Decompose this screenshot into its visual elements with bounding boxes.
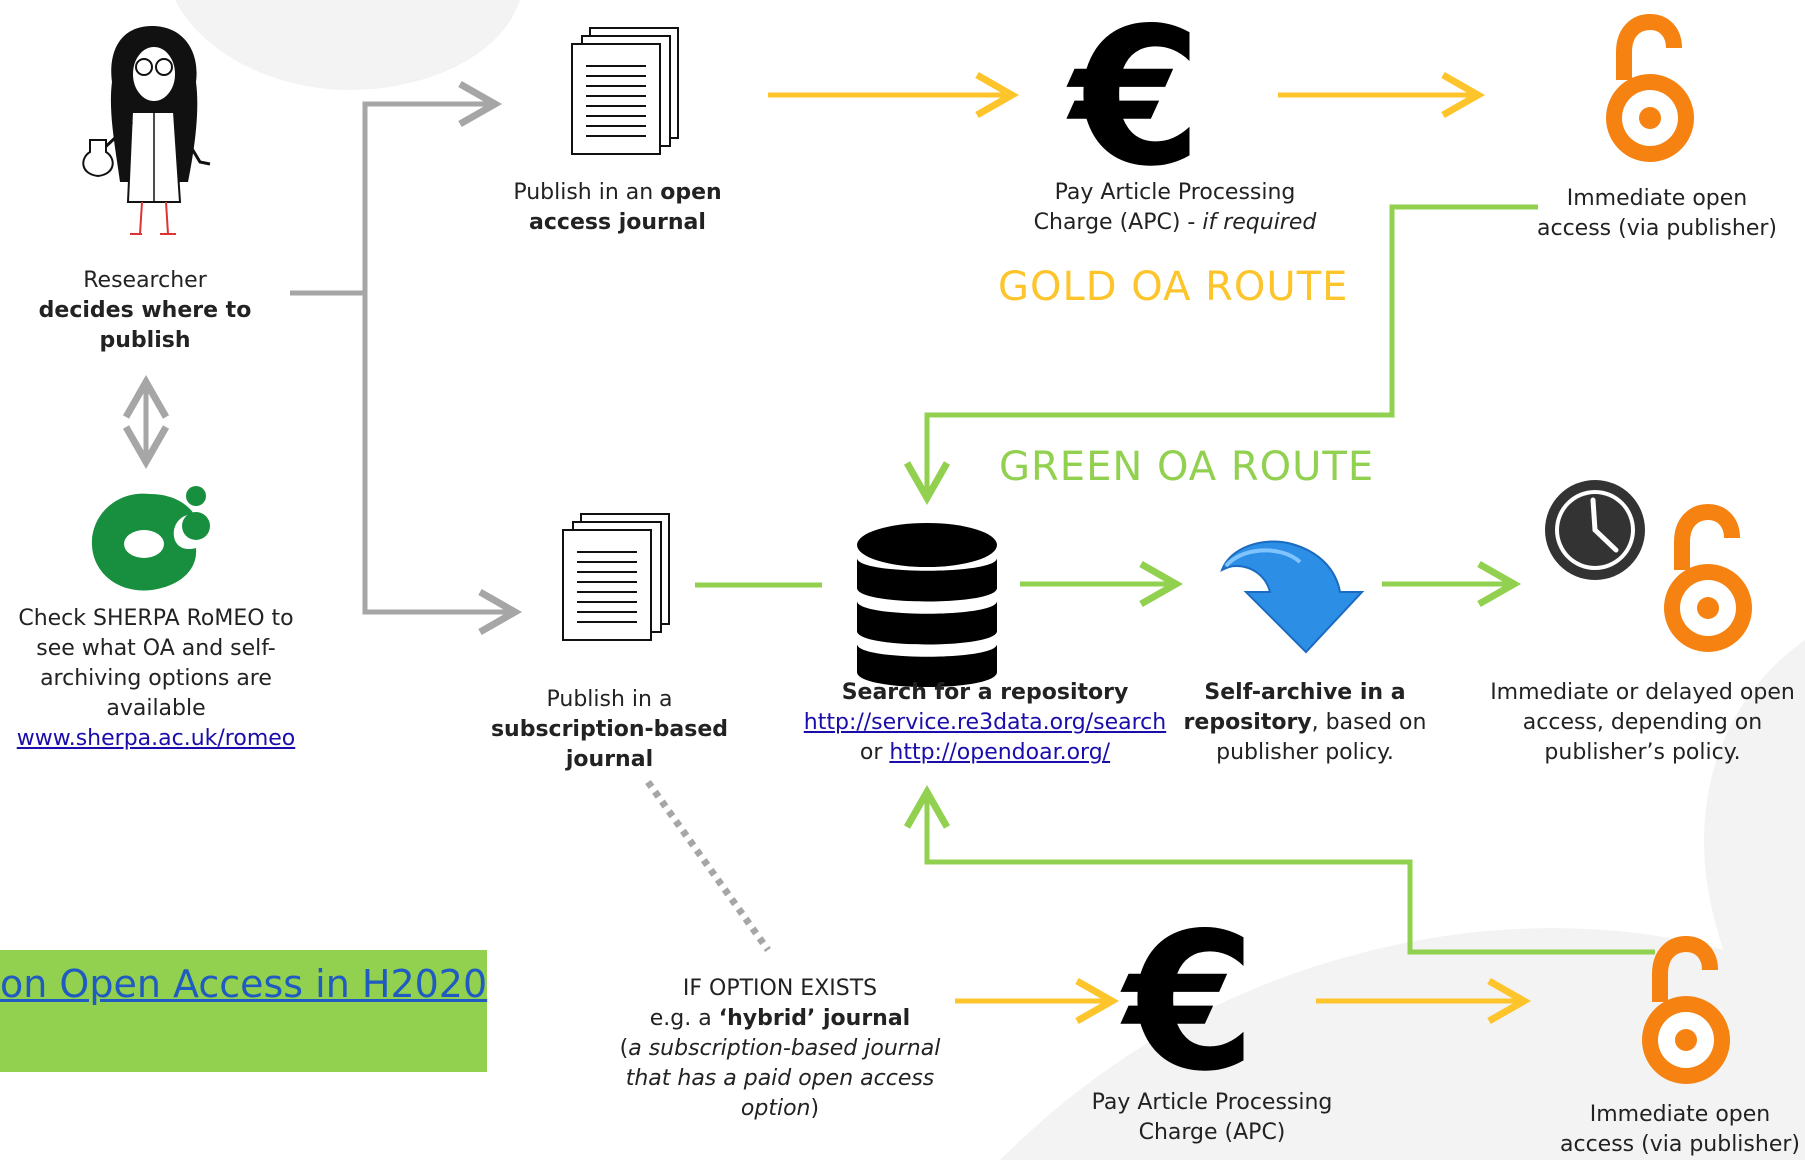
archive-line2-bold: repository [1183,710,1312,735]
gold-publish-line1-bold: open [660,180,722,205]
sherpa-line1: Check SHERPA RoMEO to [18,606,294,631]
hybrid-apc-line1: Pay Article Processing [1091,1090,1333,1115]
hybrid-apc-label: Pay Article Processing Charge (APC) [1062,1088,1362,1148]
green-publish-line3: journal [565,747,654,772]
database-icon [857,523,997,687]
green-access-line1: Immediate or delayed open [1490,680,1795,705]
sherpa-line2: see what OA and self- [36,636,276,661]
gold-apc-line2-plain: Charge (APC) - [1033,210,1203,235]
hybrid-line4-italic: that has a paid open access [625,1066,935,1091]
search-or: or [859,740,890,765]
sherpa-line4: available [106,696,206,721]
green-access-line3: publisher’s policy. [1544,740,1741,765]
sherpa-label: Check SHERPA RoMEO to see what OA and se… [0,604,312,754]
green-publish-label: Publish in a subscription-based journal [487,685,732,775]
gold-access-line1: Immediate open [1566,186,1748,211]
hybrid-line5-plain: ) [810,1096,820,1121]
opendoar-link[interactable]: http://opendoar.org/ [889,740,1111,765]
re3data-link[interactable]: http://service.re3data.org/search [803,710,1167,735]
green-route-title: GREEN OA ROUTE [999,444,1375,490]
gold-publish-line2: access journal [529,210,706,235]
hybrid-line2-bold: ‘hybrid’ journal [718,1006,911,1031]
green-access-label: Immediate or delayed open access, depend… [1480,678,1805,768]
document-stack-icon [571,27,679,155]
svg-text:€: € [1066,0,1202,208]
hybrid-apc-line2: Charge (APC) [1138,1120,1286,1145]
archive-line1: Self-archive in a [1204,680,1406,705]
gold-apc-line1: Pay Article Processing [1054,180,1296,205]
gold-access-line2: access (via publisher) [1537,216,1777,241]
h2020-banner-link[interactable]: on Open Access in H2020 [0,962,488,1006]
researcher-figure-icon [82,26,211,235]
download-arrow-icon [1220,540,1365,654]
search-repository-label: Search for a repository http://service.r… [790,678,1180,768]
hybrid-line1: IF OPTION EXISTS [682,976,878,1001]
h2020-banner: on Open Access in H2020 [0,950,487,1072]
clock-icon [1545,480,1645,580]
hybrid-line3-italic: a subscription-based journal [628,1036,941,1061]
open-access-lock-icon [1606,22,1694,162]
sherpa-line3: archiving options are [40,666,272,691]
hybrid-option-label: IF OPTION EXISTS e.g. a ‘hybrid’ journal… [615,974,945,1124]
euro-icon: € [1120,892,1256,1113]
researcher-line2: decides where to [38,298,252,323]
gold-apc-line2-italic: if required [1202,210,1317,235]
archive-line2-plain: , based on [1311,710,1427,735]
sherpa-romeo-logo-icon [91,486,210,591]
gold-publish-line1-plain: Publish in an [513,180,661,205]
researcher-label: Researcher decides where to publish [30,266,260,356]
gold-access-label: Immediate open access (via publisher) [1522,184,1792,244]
svg-text:€: € [1120,892,1256,1113]
green-publish-line2: subscription-based [490,717,729,742]
green-access-line2: access, depending on [1522,710,1763,735]
hybrid-access-line1: Immediate open [1589,1102,1771,1127]
hybrid-access-line2: access (via publisher) [1560,1132,1800,1157]
hybrid-line2-plain: e.g. a [649,1006,719,1031]
search-title: Search for a repository [841,680,1129,705]
open-access-lock-icon [1664,512,1752,652]
document-stack-icon [562,513,670,641]
green-arrows [695,204,1655,955]
gold-apc-label: Pay Article Processing Charge (APC) - if… [1010,178,1340,238]
euro-icon: € [1066,0,1202,208]
gold-publish-label: Publish in an open access journal [490,178,745,238]
researcher-line3: publish [99,328,191,353]
hybrid-access-label: Immediate open access (via publisher) [1540,1100,1805,1160]
gold-arrows [768,71,1532,1025]
researcher-line1: Researcher [83,268,207,293]
hybrid-line5-italic: option [740,1096,811,1121]
green-publish-line1: Publish in a [546,687,673,712]
sherpa-link[interactable]: www.sherpa.ac.uk/romeo [16,726,296,751]
hybrid-line3-plain: ( [619,1036,629,1061]
background-shapes [175,0,1805,1160]
gold-route-title: GOLD OA ROUTE [998,264,1349,310]
hybrid-dotted-line [645,779,771,953]
archive-line3: publisher policy. [1216,740,1394,765]
self-archive-label: Self-archive in a repository, based on p… [1180,678,1430,768]
grey-connectors [122,80,523,636]
